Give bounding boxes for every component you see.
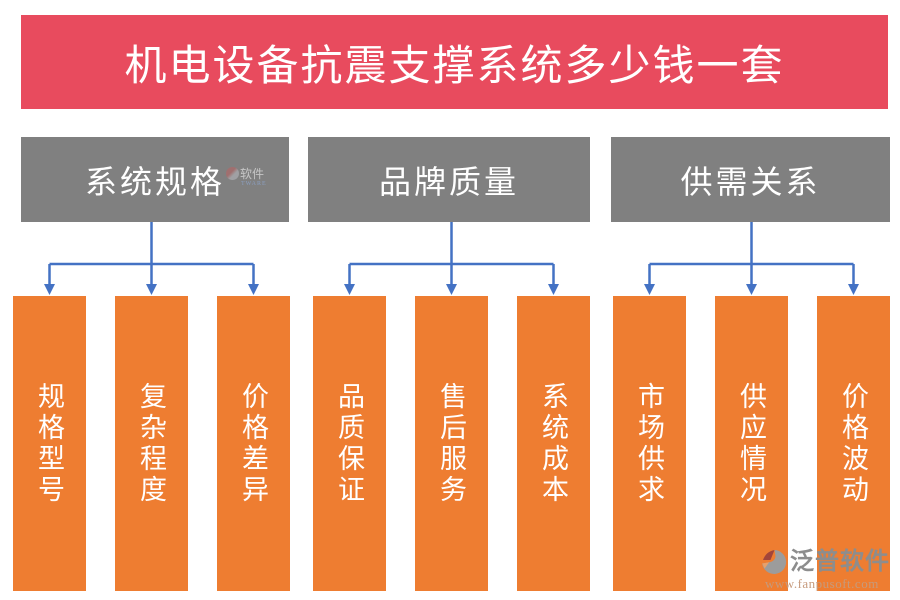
brand-watermark: 泛普软件 www.fanpusoft.com [760, 548, 890, 590]
brand-watermark-text: 泛普软件 [790, 549, 890, 575]
category-box-supply-demand: 供需关系 [611, 137, 890, 222]
bar-label: 品质保证 [334, 381, 364, 506]
bar-label: 系统成本 [538, 381, 568, 506]
fanpu-logo-icon [762, 550, 787, 574]
watermark-faint: 软件 TWARE [226, 167, 267, 187]
arrow-down-icon [146, 284, 157, 295]
arrow-down-icon [746, 284, 757, 295]
bar-label: 规格型号 [34, 381, 64, 506]
bar-label: 市场供求 [634, 381, 664, 506]
bar-complexity: 复杂程度 [115, 296, 188, 591]
bar-label: 复杂程度 [136, 381, 166, 506]
category-label-brand-quality: 品牌质量 [378, 163, 519, 200]
category-box-brand-quality: 品牌质量 [308, 137, 590, 222]
title-banner: 机电设备抗震支撑系统多少钱一套 [21, 15, 888, 109]
category-box-system-spec: 系统规格 [21, 137, 289, 222]
fanpu-logo-icon-faint [226, 167, 239, 180]
arrow-down-icon [644, 284, 655, 295]
arrow-down-icon [446, 284, 457, 295]
bar-market-supply-demand: 市场供求 [613, 296, 686, 591]
bar-label: 供应情况 [736, 381, 766, 506]
watermark-faint-text: 软件 [240, 166, 265, 181]
arrow-down-icon [548, 284, 559, 295]
connector-group-3 [644, 222, 859, 295]
bar-price-difference: 价格差异 [217, 296, 290, 591]
bar-supply-situation: 供应情况 [715, 296, 788, 591]
bar-label: 价格差异 [238, 381, 268, 506]
arrow-down-icon [44, 284, 55, 295]
connector-group-1 [44, 222, 259, 295]
arrow-down-icon [248, 284, 259, 295]
category-label-supply-demand: 供需关系 [680, 163, 821, 200]
category-label-system-spec: 系统规格 [84, 163, 225, 200]
bar-system-cost: 系统成本 [517, 296, 590, 591]
watermark-faint-subtext: TWARE [241, 181, 267, 187]
arrow-down-icon [848, 284, 859, 295]
arrow-down-icon [344, 284, 355, 295]
connector-group-2 [344, 222, 559, 295]
bar-spec-model: 规格型号 [13, 296, 86, 591]
bar-label: 价格波动 [838, 381, 868, 506]
bar-quality-assurance: 品质保证 [313, 296, 386, 591]
brand-watermark-url: www.fanpusoft.com [765, 576, 879, 591]
bar-label: 售后服务 [436, 381, 466, 506]
page-title: 机电设备抗震支撑系统多少钱一套 [124, 43, 785, 90]
bar-after-sales-service: 售后服务 [415, 296, 488, 591]
bar-price-fluctuation: 价格波动 [817, 296, 890, 591]
